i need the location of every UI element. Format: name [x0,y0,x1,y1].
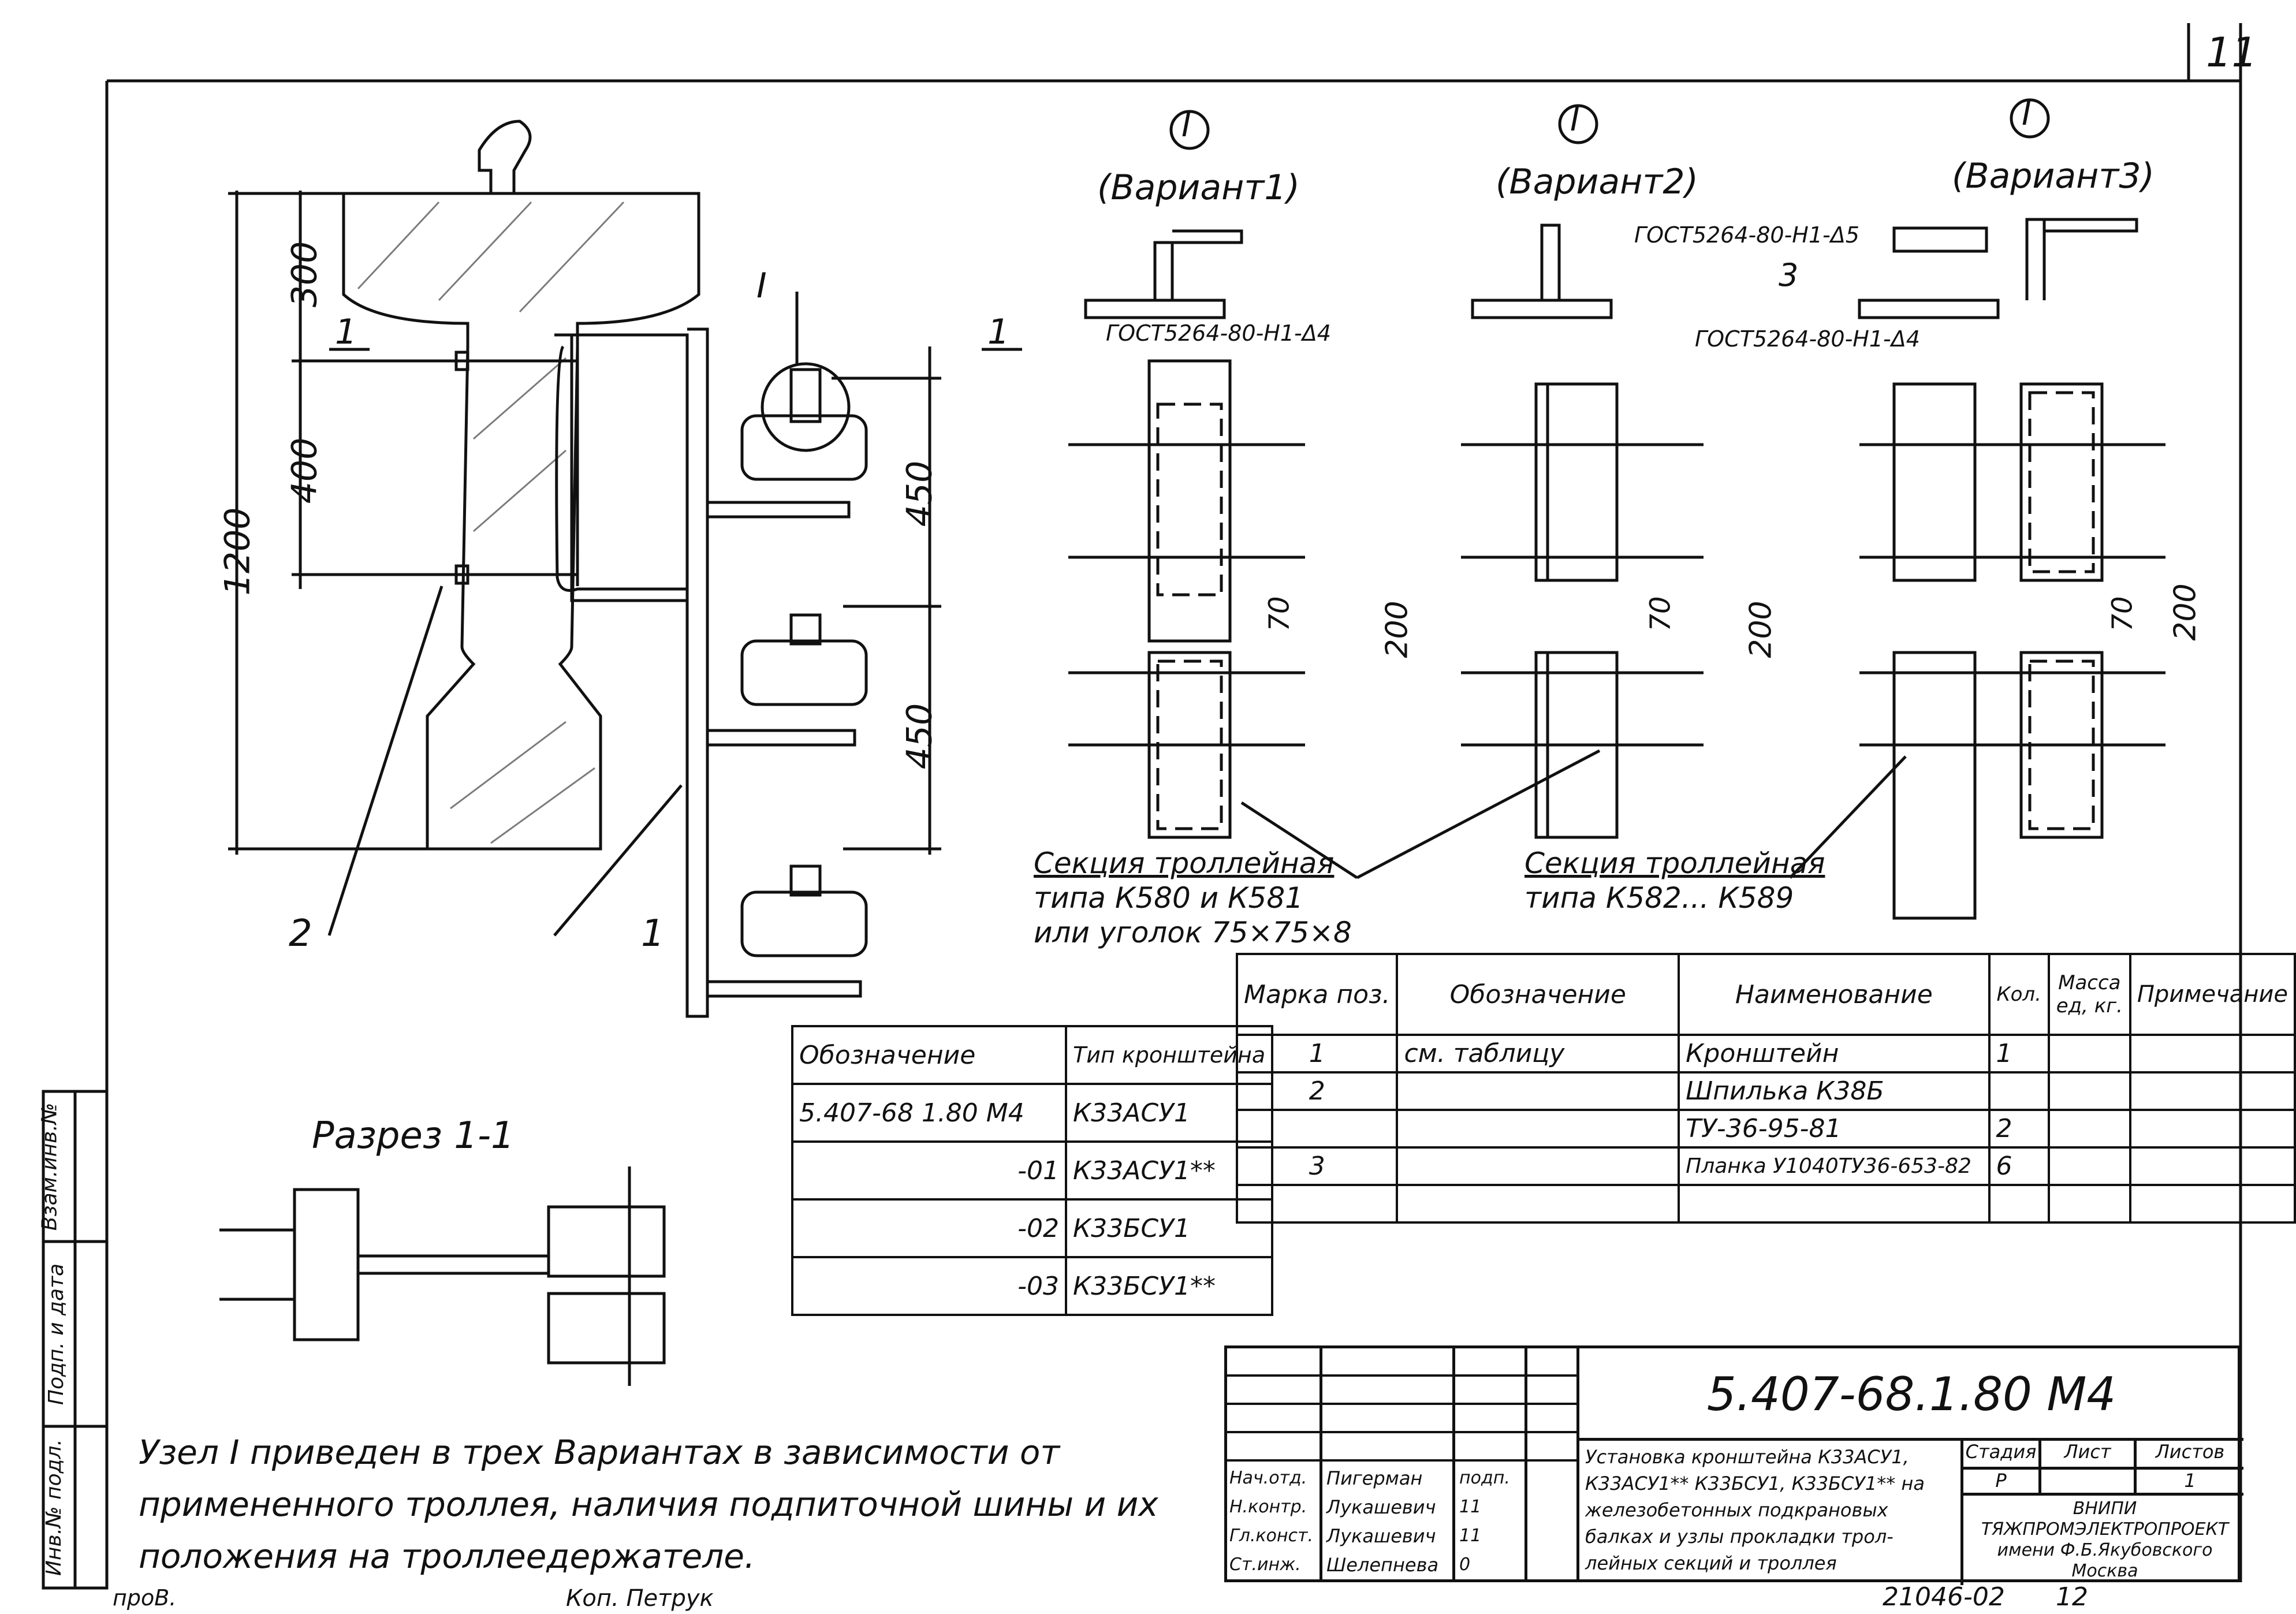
stamp-replace: Взам.инв.№ [38,1102,62,1231]
table-cell: 2 [1988,1109,2050,1149]
table-cell: 5.407-68 1.80 М4 [791,1083,1067,1143]
copy-note: Коп. Петрук [566,1585,714,1612]
callout-1: 1 [641,912,665,955]
dim-70-v2: 70 [1644,596,1677,632]
archive-number: 21046-02 [1883,1582,2005,1612]
table-cell: 2 [1235,1071,1399,1111]
callout-3: 3 [1779,257,1799,293]
dim-200-v2: 200 [1743,601,1779,658]
checked-note: проВ. [113,1585,177,1611]
table-cell: 6 [1988,1146,2050,1186]
sheets-label: Листов [2137,1441,2243,1470]
table-cell: 1 [1988,1034,2050,1073]
dim-400: 400 [284,437,325,504]
org-name: ВНИПИ ТЯЖПРОМЭЛЕКТРОПРОЕКТ имени Ф.Б.Яку… [1981,1499,2229,1581]
table-cell [2047,1146,2131,1186]
table-cell: -02 [791,1198,1067,1258]
spec-table: Марка поз. Обозначение Наименование Кол.… [1235,953,2296,1224]
table-cell [1396,1109,1680,1149]
title-code: 5.407-68.1.80 М4 [1579,1348,2243,1441]
stamp-sign: Подп. и дата [44,1263,69,1406]
spec-table-header: Наименование [1678,953,1991,1036]
table-cell: ТУ-36-95-81 [1678,1109,1991,1149]
table-cell [2129,1146,2296,1186]
variant-2-mark: I [1570,101,1580,139]
table-cell [2129,1034,2296,1073]
title-stage-block: Стадия Лист Листов Р 1 ВНИПИ ТЯЖПРОМЭЛЕК… [1960,1441,2243,1585]
table-cell [2047,1109,2131,1149]
dim-1200: 1200 [217,507,258,596]
variant-1-weld: ГОСТ5264-80-Н1-Δ4 [1106,320,1331,346]
table-cell [1396,1071,1680,1111]
spec-table-header: Примечание [2129,953,2296,1036]
table-cell: Кронштейн [1678,1034,1991,1073]
table-cell: К33БСУ1** [1064,1256,1274,1316]
dim-450-bottom: 450 [899,703,940,770]
spec-table-header: Обозначение [1396,953,1680,1036]
dim-300: 300 [284,241,325,308]
section-mark-left: 1 [335,312,357,352]
spec-table-header: Марка поз. [1235,953,1399,1036]
dim-200-v1: 200 [1380,601,1415,658]
title-description: Установка кронштейна К33АСУ1, К33АСУ1** … [1585,1446,1925,1574]
table-cell [2047,1034,2131,1073]
sheets-value: 1 [2137,1470,2243,1496]
title-block: Нач.отд. Н.контр. Гл.конст. Ст.инж. Пиге… [1224,1345,2243,1585]
sheet-number: 11 [2206,29,2258,76]
table-cell: Планка У1040ТУ36-653-82 [1678,1146,1991,1186]
table-cell: 3 [1235,1146,1399,1186]
callout-2: 2 [289,912,312,955]
sheet-value [2041,1470,2137,1496]
dim-70-v3: 70 [2106,596,2139,632]
table-cell: -03 [791,1256,1067,1316]
staff-names: Пигерман Лукашевич Лукашевич Шелепнева [1326,1467,1439,1576]
table-cell [1235,1109,1399,1149]
node-mark: I [756,266,767,306]
table-cell [2129,1071,2296,1111]
section-mark-right: 1 [987,312,1010,352]
staff-signs: подп. 11 11 0 [1459,1468,1510,1575]
stage-label: Стадия [1963,1441,2041,1470]
variant-3-mark: I [2022,95,2032,133]
sheet-label: Лист [2041,1441,2137,1470]
stamp-inv: Инв.№ подл. [42,1439,66,1576]
note-section-2: Секция троллейная типа К582... К589 [1525,847,1825,915]
main-note: Узел I приведен в трех Вариантах в завис… [139,1433,1158,1576]
archive-sheet: 12 [2056,1582,2088,1612]
stage-value: Р [1963,1470,2041,1496]
variant-1-mark: I [1181,107,1191,144]
spec-table-header: Кол. [1988,953,2050,1036]
table-cell: -01 [791,1140,1067,1201]
bracket-table-header: Обозначение [791,1025,1067,1085]
variant-2-weld: ГОСТ5264-80-Н1-Δ5 [1634,222,1859,248]
variant-3-label: (Вариант3) [1952,156,2155,196]
section-title: Разрез 1-1 [312,1114,515,1157]
table-cell [2047,1071,2131,1111]
spec-table-header: Масса ед, кг. [2047,953,2131,1036]
table-cell [1988,1071,2050,1111]
table-cell: Шпилька К38Б [1678,1071,1991,1111]
variant-1-label: (Вариант1) [1097,167,1300,208]
dim-200-v3: 200 [2168,583,2203,641]
table-cell [2129,1109,2296,1149]
bracket-table: Обозначение Тип кронштейна 5.407-68 1.80… [791,1025,1274,1316]
dim-450-top: 450 [899,460,940,527]
dim-70-v1: 70 [1263,596,1296,632]
table-cell [1396,1146,1680,1186]
staff-roles: Нач.отд. Н.контр. Гл.конст. Ст.инж. [1229,1468,1314,1575]
table-cell: см. таблицу [1396,1034,1680,1073]
note-section-1: Секция троллейная типа К580 и К581 или у… [1034,847,1352,949]
title-staff-grid: Нач.отд. Н.контр. Гл.конст. Ст.инж. Пиге… [1227,1348,1579,1579]
variant-3-weld: ГОСТ5264-80-Н1-Δ4 [1695,326,1920,352]
variant-2-label: (Вариант2) [1496,162,1698,202]
table-cell: 1 [1235,1034,1399,1073]
